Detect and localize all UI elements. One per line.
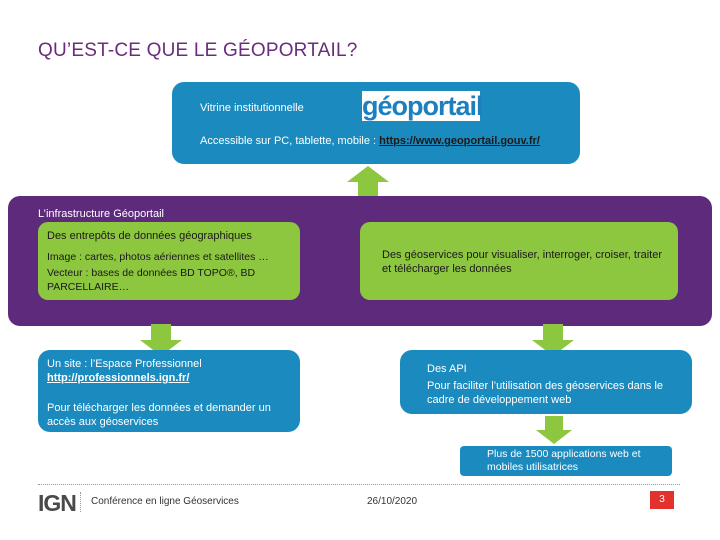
espace-pro-title: Un site : l’Espace Professionnel (47, 358, 202, 370)
footer-separator (80, 492, 81, 512)
footer-date: 26/10/2020 (367, 496, 418, 507)
espace-pro-desc: Pour télécharger les données et demander… (47, 402, 271, 428)
vitrine-label: Vitrine institutionnelle (200, 102, 304, 114)
geoservices-box (360, 222, 678, 300)
infrastructure-label: L’infrastructure Géoportail (38, 208, 164, 220)
page-number: 3 (650, 491, 674, 509)
espace-pro-link[interactable]: http://professionnels.ign.fr/ (47, 372, 190, 384)
geoportail-logo: géoportail (362, 91, 484, 121)
geoservices-text: Des géoservices pour visualiser, interro… (382, 249, 663, 275)
entrepots-vecteur: Vecteur : bases de données BD TOPO®, BD … (47, 267, 256, 293)
api-heading: Des API (427, 363, 467, 375)
ign-logo: IGN (38, 490, 77, 516)
vitrine-access-prefix: Accessible sur PC, tablette, mobile : (200, 135, 380, 147)
espace-pro-box (38, 350, 300, 432)
applications-text: Plus de 1500 applications web et mobiles… (487, 448, 641, 473)
logo-geo: géo (362, 91, 408, 121)
footer-conference: Conférence en ligne Géoservices (91, 496, 239, 507)
arrow-down-small-icon (536, 416, 572, 444)
api-box (400, 350, 692, 414)
entrepots-heading: Des entrepôts de données géographiques (47, 230, 252, 242)
applications-box (460, 446, 672, 476)
vitrine-access: Accessible sur PC, tablette, mobile : ht… (200, 134, 570, 148)
entrepots-image: Image : cartes, photos aériennes et sate… (47, 251, 269, 263)
page-title: QU’EST-CE QUE LE GÉOPORTAIL? (38, 40, 358, 61)
footer-divider (38, 484, 680, 485)
logo-portail: portail (407, 91, 484, 121)
api-text: Pour faciliter l’utilisation des géoserv… (427, 380, 664, 406)
geoportail-link[interactable]: https://www.geoportail.gouv.fr/ (379, 135, 540, 147)
entrepots-box (38, 222, 300, 300)
arrow-down-left-icon (140, 324, 182, 356)
arrow-down-right-icon (532, 324, 574, 356)
arrow-up-icon (347, 166, 389, 198)
